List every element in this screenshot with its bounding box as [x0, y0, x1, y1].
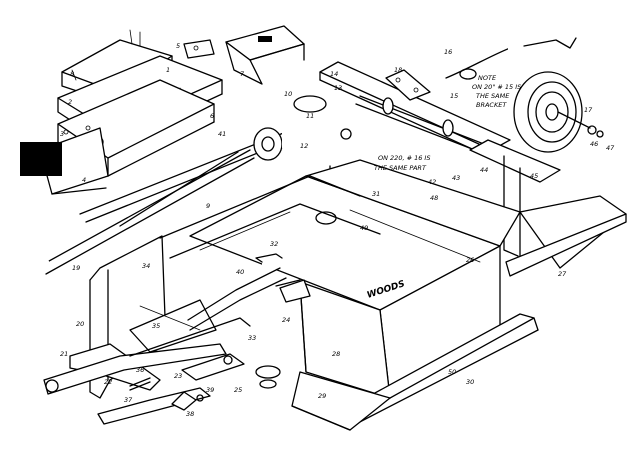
tail-wheel: [513, 71, 604, 153]
callout-10: 10: [284, 90, 292, 98]
upper-shaft: [79, 131, 291, 223]
center-frame: [159, 175, 381, 259]
callout-18: 18: [394, 66, 402, 74]
callout-23: 23: [174, 372, 182, 380]
rear-crossbar: [469, 139, 561, 261]
note-center-line-2: THE SAME PART: [374, 164, 427, 172]
callout-34: 34: [142, 262, 150, 270]
callout-12: 12: [300, 142, 308, 150]
note-top: NOTE ON 20" # 15 IS THE SAME BRACKET: [472, 74, 521, 109]
short-rod-front: [129, 377, 151, 391]
callout-27: 27: [558, 270, 567, 278]
deck-side-right: [505, 195, 627, 277]
callout-48: 48: [430, 194, 438, 202]
callout-28: 28: [332, 350, 340, 358]
callout-20: 20: [76, 320, 84, 328]
note-top-line-2: ON 20" # 15 IS: [472, 83, 521, 91]
callout-39: 39: [206, 386, 214, 394]
callout-5: 5: [176, 42, 180, 50]
callout-4: 4: [82, 176, 86, 184]
callout-7: 7: [240, 70, 245, 78]
callout-30: 30: [466, 378, 474, 386]
callout-40: 40: [236, 268, 244, 276]
callout-2: 2: [68, 98, 72, 106]
callout-9: 9: [206, 202, 210, 210]
callout-41: 41: [218, 130, 226, 138]
callout-labels: 1 2 3 4 5 6 7 8 9 10 11 12 13 14 15 16 1…: [60, 42, 615, 418]
lower-link: [97, 387, 211, 425]
note-top-line-4: BRACKET: [476, 101, 507, 109]
callout-32: 32: [270, 240, 278, 248]
callout-42: 42: [428, 178, 436, 186]
note-center: ON 220, # 16 IS THE SAME PART: [374, 154, 430, 172]
callout-14: 14: [330, 70, 338, 78]
callout-11: 11: [306, 112, 314, 120]
callout-16: 16: [444, 48, 452, 56]
note-top-line-3: THE SAME: [476, 92, 510, 100]
hitch-tongue: [43, 317, 251, 395]
callout-8: 8: [70, 70, 74, 78]
note-top-line-1: NOTE: [478, 74, 497, 82]
gearbox: [253, 95, 352, 181]
hitch-clevis: [181, 353, 245, 381]
top-guard-right: [225, 25, 305, 85]
callout-37: 37: [124, 396, 133, 404]
callout-47: 47: [606, 144, 615, 152]
callout-35: 35: [152, 322, 160, 330]
callout-45: 45: [530, 172, 538, 180]
callout-50: 50: [448, 368, 456, 376]
deck-front-guard: [291, 371, 391, 431]
callout-29: 29: [318, 392, 326, 400]
parking-link: [187, 267, 311, 331]
drive-shaft: [25, 149, 255, 279]
callout-3: 3: [60, 130, 64, 138]
callout-43: 43: [452, 174, 460, 182]
callout-26: 26: [466, 256, 474, 264]
callout-36: 36: [136, 366, 144, 374]
callout-15: 15: [450, 92, 458, 100]
callout-38: 38: [186, 410, 194, 418]
callout-6: 6: [210, 112, 214, 120]
deck: [189, 159, 521, 399]
callout-1: 1: [166, 66, 170, 74]
brush-guard: [20, 142, 62, 176]
callout-22: 22: [104, 378, 112, 386]
callout-21: 21: [60, 350, 68, 358]
callout-46: 46: [590, 140, 598, 148]
callout-33: 33: [248, 334, 256, 342]
callout-44: 44: [480, 166, 488, 174]
bracket-small: [183, 39, 215, 59]
callout-25: 25: [234, 386, 242, 394]
callout-31: 31: [372, 190, 380, 198]
stabilizer-bracket: [385, 69, 431, 101]
callout-19: 19: [72, 264, 80, 272]
callout-13: 13: [334, 84, 342, 92]
callout-17: 17: [584, 106, 593, 114]
callout-24: 24: [282, 316, 290, 324]
callout-49: 49: [360, 224, 368, 232]
note-center-line-1: ON 220, # 16 IS: [378, 154, 430, 162]
lift-rod: [445, 37, 577, 80]
